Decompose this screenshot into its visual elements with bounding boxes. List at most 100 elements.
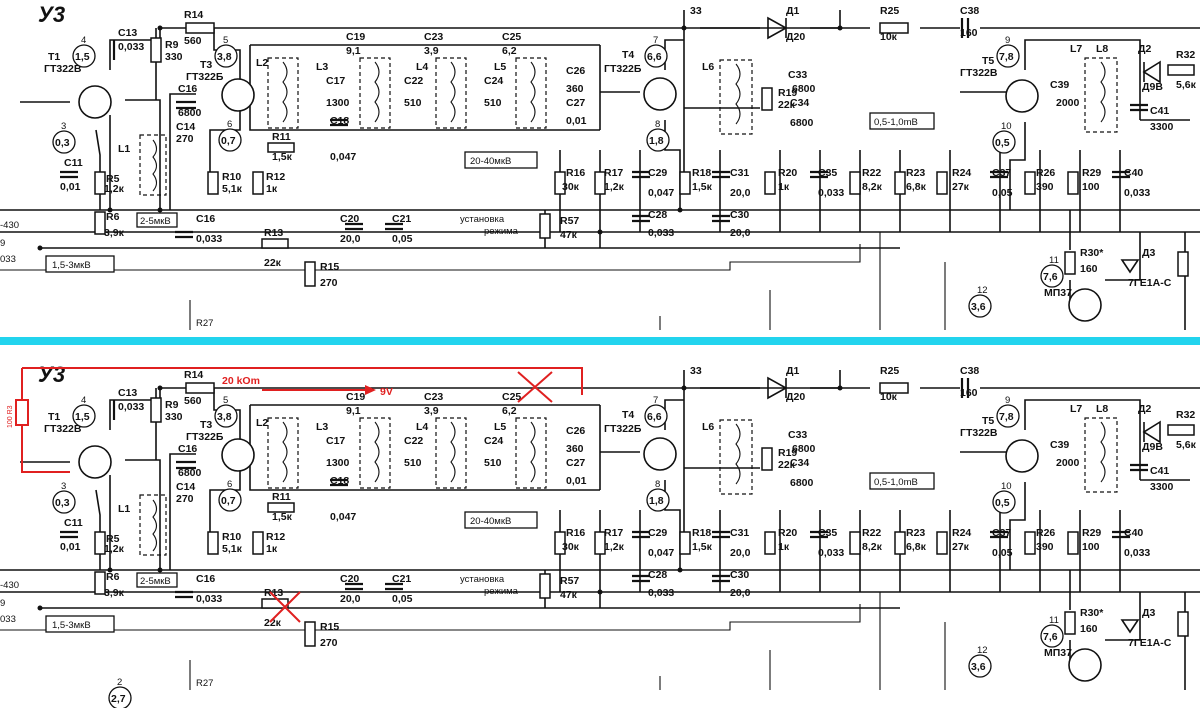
component-value: 20,0 [730,227,751,239]
voltage-value: 3,8 [217,411,232,423]
component-value: 47к [560,589,578,601]
component-value: 30к [562,181,580,193]
voltage-node-number: 4 [81,395,86,406]
annotation-label: 0,5-1,0mВ [874,477,918,488]
component-ref: С28 [648,569,667,581]
component-value: 0,05 [992,547,1013,559]
voltage-node-number: 3 [61,121,66,132]
voltage-point-marker [218,128,242,152]
voltage-node-number: 8 [655,119,660,130]
component-value: 22к [778,99,796,111]
component-value: ГТ322В [44,423,82,435]
component-ref: 33 [690,365,702,377]
component-value: 100 [1082,541,1100,553]
component-value: 0,05 [392,593,413,605]
component-value: 0,033 [818,547,844,559]
component-ref: R23 [906,527,925,539]
component-ref: С35 [818,167,837,179]
component-value: 270 [176,493,194,505]
voltage-value: 7,8 [999,51,1014,63]
component-value: 47к [560,229,578,241]
component-value: 560 [184,395,202,407]
component-value: 9,1 [346,45,361,57]
annotation-label: 2-5мкВ [140,576,171,587]
component-ref: R20 [778,167,797,179]
voltage-point-marker [992,490,1016,514]
annotation-label: 9 [0,238,5,249]
component-value: 5,6к [1176,79,1197,91]
component-value: 0,033 [196,233,222,245]
component-value: 1300 [326,97,350,109]
component-value: 390 [1036,541,1054,553]
voltage-node-number: 12 [977,645,988,656]
voltage-value: 1,5 [75,411,90,423]
annotation-label: 20-40мкВ [470,516,511,527]
component-ref: С27 [566,457,585,469]
component-ref: Т1 [48,411,60,423]
component-value: 160 [960,387,978,399]
component-ref: С21 [392,213,411,225]
component-ref: R16 [566,527,585,539]
component-value: 330 [165,51,183,63]
voltage-point-marker [214,404,238,428]
component-ref: L4 [416,61,428,73]
component-value: 0,047 [330,151,356,163]
component-ref: С19 [346,31,365,43]
component-ref: R15 [320,621,339,633]
component-ref: С34 [790,97,809,109]
component-ref: Т4 [622,49,634,61]
component-ref: С40 [1124,527,1143,539]
component-value: 10к [880,31,898,43]
component-value: 160 [1080,263,1098,275]
component-ref: С16 [178,443,197,455]
component-value: 510 [484,97,502,109]
component-ref: С11 [64,517,83,529]
component-ref: R32 [1176,409,1195,421]
voltage-point-marker [214,44,238,68]
component-value: 6800 [792,443,816,455]
component-ref: С11 [64,157,83,169]
voltage-node-number: 8 [655,479,660,490]
component-ref: С29 [648,167,667,179]
voltage-node-number: 11 [1049,615,1059,626]
voltage-value: 7,6 [1043,631,1058,643]
voltage-point-marker [646,488,670,512]
component-ref: С20 [340,213,359,225]
component-ref: С28 [648,209,667,221]
component-value: ГТ322Б [186,71,224,83]
component-value: 510 [404,97,422,109]
voltage-value: 1,8 [649,495,664,507]
component-value: 5,6к [1176,439,1197,451]
component-ref: R32 [1176,49,1195,61]
voltage-value: 0,7 [221,135,236,147]
component-ref: L1 [118,143,130,155]
component-ref: С37 [992,527,1011,539]
component-value: 5,1к [222,543,243,555]
component-ref: С33 [788,69,807,81]
component-value: 0,01 [60,541,81,553]
component-ref: Д1 [786,365,799,377]
component-ref: R11 [272,131,291,143]
annotation-label: 1,5-3мкВ [52,620,91,631]
annotation-label: 1,5-3мкВ [52,260,91,271]
component-value: 0,033 [118,401,144,413]
component-ref: R10 [222,531,241,543]
component-value: Д20 [786,31,805,43]
component-ref: R12 [266,531,285,543]
component-value: 0,033 [1124,547,1150,559]
component-value: 1,5к [272,151,293,163]
component-ref: С39 [1050,79,1069,91]
component-value: 20,0 [340,593,361,605]
component-value: 1,2к [104,183,125,195]
voltage-node-number: 6 [227,479,232,490]
voltage-node-number: 9 [1005,35,1010,46]
component-ref: С18 [330,475,349,487]
component-ref: R6 [106,211,120,223]
voltage-node-number: 7 [653,35,658,46]
component-ref: Д2 [1138,403,1151,415]
component-value: ГТ322Б [186,431,224,443]
component-value: 2000 [1056,97,1080,109]
component-ref: С16 [196,573,215,585]
component-ref: R13 [264,227,283,239]
